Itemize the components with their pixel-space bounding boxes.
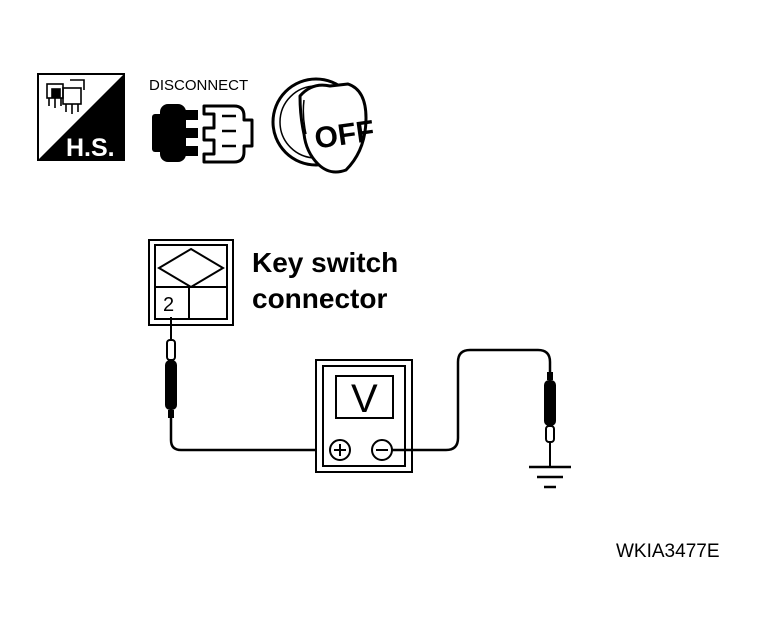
- plus-terminal-icon: [329, 439, 351, 461]
- harness-side-icon: H.S.: [37, 73, 125, 162]
- ignition-off-label: OFF: [313, 115, 377, 156]
- negative-test-probe: [544, 372, 556, 466]
- voltmeter-display: V: [351, 377, 378, 421]
- connector-pin-label: 2: [163, 294, 174, 316]
- voltmeter: V: [315, 359, 413, 473]
- disconnect-label: DISCONNECT: [149, 77, 248, 94]
- connector-name-line2: connector: [252, 283, 387, 314]
- ground-symbol-icon: [529, 465, 571, 489]
- connector-name-line1: Key switch: [252, 247, 398, 278]
- positive-lead-wire: [169, 418, 325, 452]
- negative-lead-wire: [392, 348, 552, 452]
- figure-code: WKIA3477E: [616, 541, 720, 562]
- harness-side-label: H.S.: [66, 134, 115, 162]
- ignition-key-off-icon: OFF: [271, 77, 377, 174]
- minus-terminal-icon: [371, 439, 393, 461]
- positive-test-probe: [165, 317, 177, 418]
- key-switch-connector: 2: [148, 239, 234, 326]
- connector-disconnect-icon: DISCONNECT: [149, 77, 254, 164]
